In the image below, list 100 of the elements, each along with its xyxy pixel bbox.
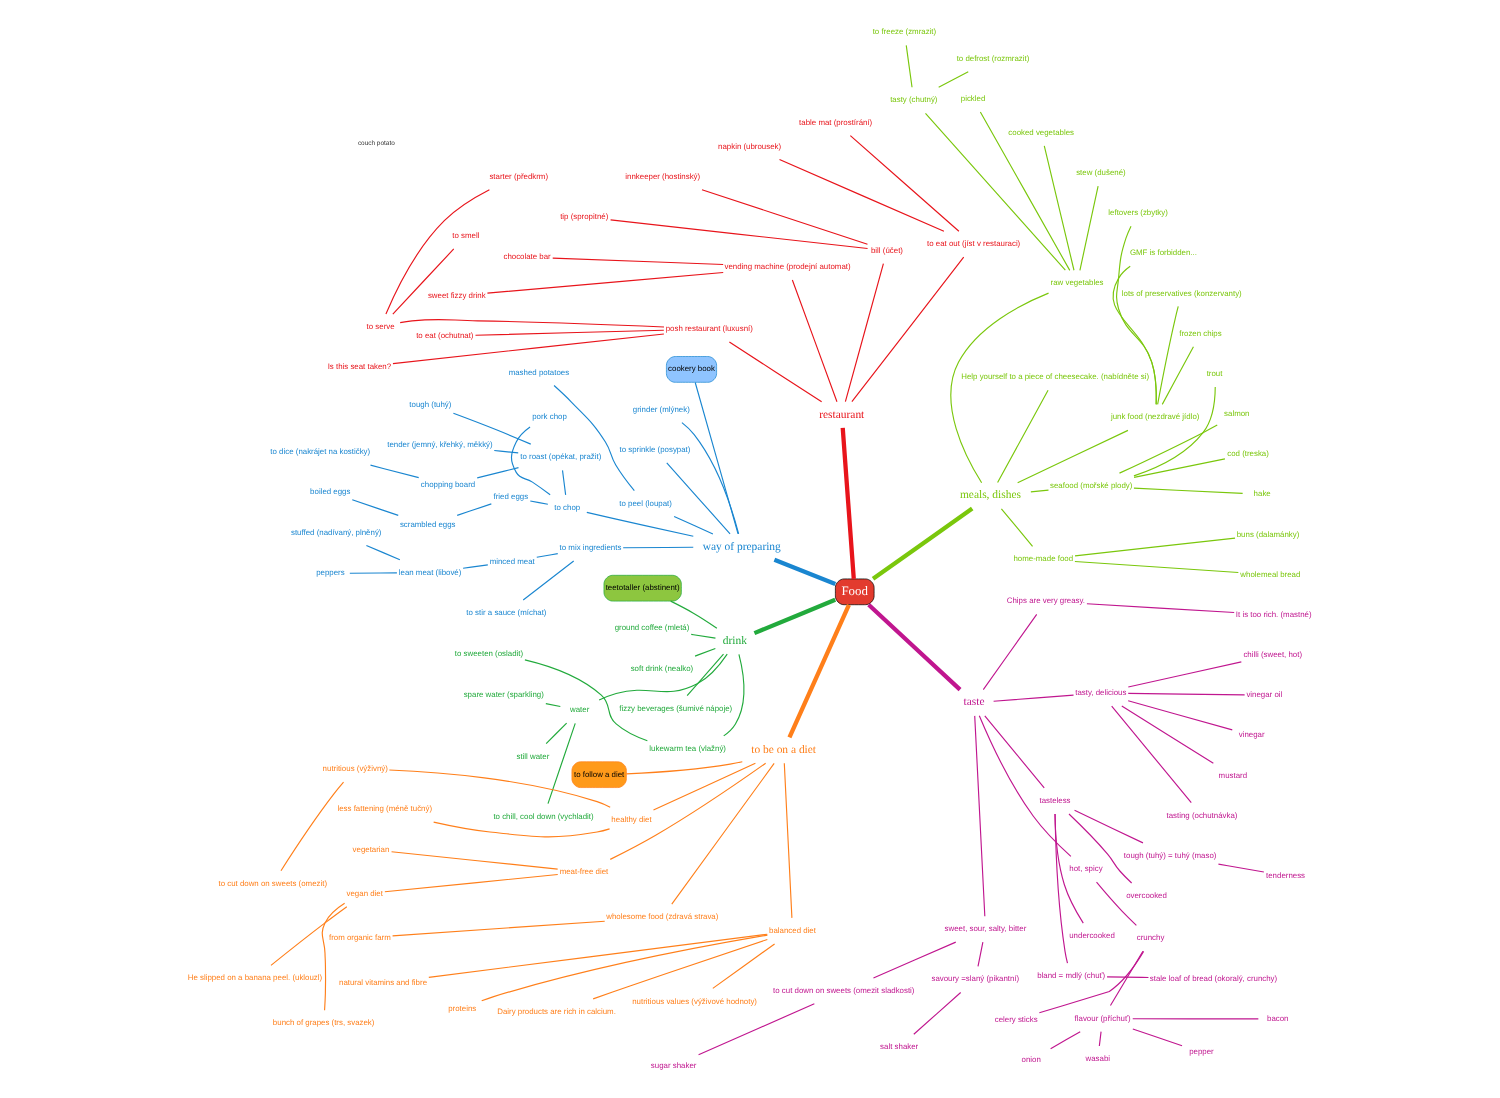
connector (1074, 537, 1236, 557)
connector (610, 219, 869, 250)
connector (1030, 489, 1050, 493)
connector (712, 943, 776, 989)
connector (791, 279, 838, 403)
connector (1116, 225, 1157, 405)
connector (1068, 813, 1133, 884)
connector (270, 906, 348, 966)
connector (1118, 424, 1218, 474)
connector (365, 544, 401, 561)
connector (321, 902, 346, 1011)
connector (536, 553, 559, 558)
connector (547, 722, 576, 805)
connector (1074, 560, 1239, 574)
connector (984, 715, 1045, 789)
connector (493, 449, 519, 454)
connector (867, 603, 962, 692)
connector (690, 633, 717, 639)
connector (1217, 863, 1265, 873)
connector (1157, 305, 1179, 405)
connector (622, 546, 694, 549)
connector (924, 112, 1066, 271)
connector (681, 422, 740, 535)
connector (1106, 976, 1150, 979)
connector (686, 653, 725, 697)
connector (598, 653, 728, 701)
connector (1133, 386, 1216, 477)
connector (481, 934, 768, 1002)
connector (1038, 950, 1145, 1014)
connector (938, 71, 969, 88)
connector (433, 821, 611, 838)
connector (390, 851, 559, 870)
connector (1161, 346, 1194, 405)
connector (552, 257, 724, 266)
connector (1000, 508, 1034, 547)
connector (913, 991, 962, 1035)
connector (1127, 661, 1242, 688)
connector (486, 271, 724, 294)
connector (1133, 458, 1226, 478)
connector (666, 462, 731, 535)
connector (462, 564, 489, 569)
connector (978, 715, 1072, 857)
connector (545, 722, 568, 745)
connector (592, 938, 768, 1000)
connector (369, 464, 420, 479)
connector (1133, 487, 1244, 494)
connector (728, 341, 823, 403)
connector (609, 762, 767, 860)
connector (1109, 950, 1144, 1007)
connector (1127, 692, 1246, 696)
connector (982, 613, 1038, 691)
connector (1132, 1028, 1183, 1047)
connector (1017, 429, 1129, 484)
connector (553, 384, 635, 492)
connector (456, 503, 492, 516)
connector (524, 659, 648, 742)
connector (385, 189, 490, 315)
connector (392, 248, 455, 315)
connector (1095, 881, 1137, 926)
connector (977, 941, 984, 967)
connector (1050, 1031, 1081, 1050)
connector (452, 412, 532, 445)
connector (399, 318, 665, 328)
connector (723, 653, 745, 737)
connector (351, 499, 399, 516)
connector (783, 762, 793, 919)
connector (844, 263, 884, 403)
connector (871, 506, 974, 581)
connector (349, 572, 398, 574)
connector (392, 920, 606, 937)
connector (698, 1003, 815, 1056)
connector (905, 44, 913, 88)
connector (428, 933, 768, 978)
connector (561, 469, 567, 496)
connector (586, 511, 694, 537)
connector (545, 703, 561, 708)
connector (388, 769, 611, 808)
connector (849, 135, 960, 232)
connector (1086, 603, 1235, 614)
connector (652, 762, 756, 811)
connector (280, 781, 345, 872)
connector (474, 329, 665, 336)
connector (1098, 1031, 1102, 1047)
connector (673, 515, 714, 535)
connector (974, 715, 986, 917)
connector (753, 597, 837, 636)
connector (1079, 185, 1099, 271)
connector (1054, 813, 1084, 924)
connector (840, 427, 856, 579)
connector (392, 333, 665, 365)
connector (694, 381, 739, 535)
connector (1112, 265, 1157, 405)
connector (1127, 700, 1233, 731)
connector (1073, 809, 1144, 844)
connector (476, 467, 520, 479)
connector (851, 256, 965, 403)
connector (1111, 705, 1192, 804)
connector (778, 158, 945, 232)
connector (510, 426, 551, 496)
connector (694, 647, 716, 657)
